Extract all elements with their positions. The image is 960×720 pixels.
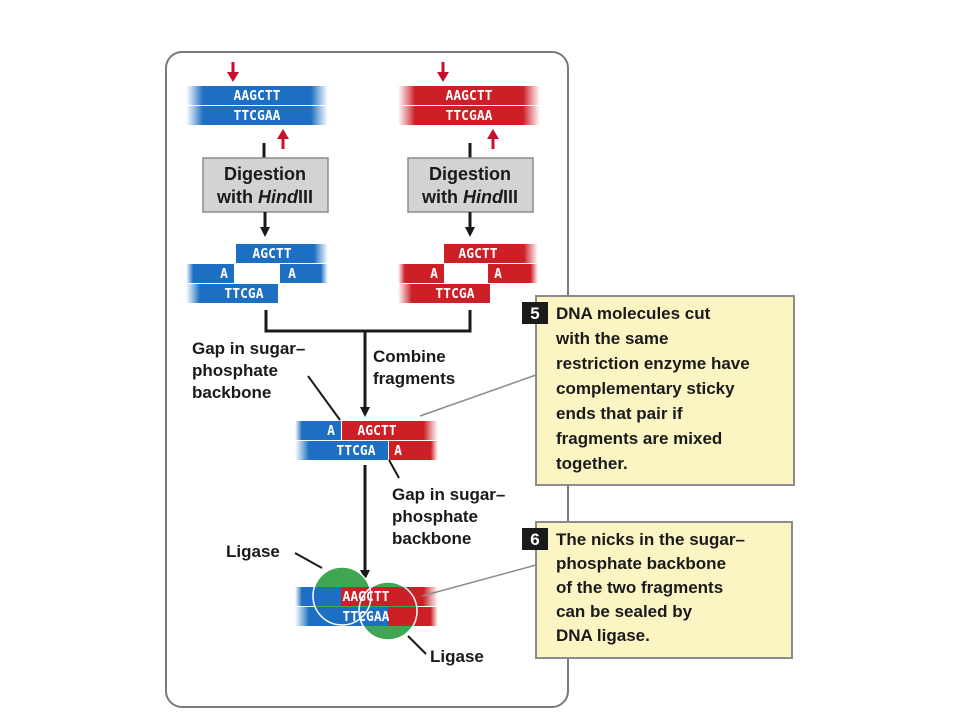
combine-label-line1: Combine [373,347,446,366]
right-fragment-top-overhang [444,244,538,263]
right-fragment-mid-right [488,264,538,283]
step5-number: 5 [530,304,539,323]
right-fragment-small-left: A [430,267,438,282]
right-fragment-mid-left [398,264,444,283]
callout-step5: 5 DNA molecules cut with the same restri… [522,295,795,486]
ligated-top-blue [295,587,341,606]
gap-pointer-upper [307,375,341,421]
right-fragment-bottom-seq: TTCGA [435,287,474,302]
ligated-molecule: AAGCTT TTCGAA [295,566,438,641]
right-fragment-bottom [398,284,490,303]
gap-pointer-lower [388,459,400,479]
step5-line-1: with the same [555,329,668,348]
left-fragment-mid-right [280,264,328,283]
step5-line-6: together. [556,454,628,473]
right-dna-top-strand [398,86,540,105]
left-top-sequence: AAGCTT [234,89,281,104]
step5-line-3: complementary sticky [556,379,735,398]
ligase-outline-right [358,581,418,641]
left-dna-original: AAGCTT TTCGAA [186,62,328,149]
ligase-pointer-upper [294,552,323,569]
left-bottom-sequence: TTCGAA [234,109,281,124]
combined-bottom-red [389,441,438,460]
digestion-right-line1: Digestion [429,164,511,184]
gap-label-lower-line3: backbone [392,529,471,548]
ligated-bottom-red [388,607,438,626]
ligase-outline-left [312,566,372,626]
right-fragment-small-right: A [494,267,502,282]
step5-line-2: restriction enzyme have [556,354,750,373]
callout6-pointer [421,564,537,597]
step5-line-5: fragments are mixed [556,429,722,448]
left-fragment-top-overhang [236,244,328,263]
left-fragment-bottom-seq: TTCGA [224,287,263,302]
right-dna-bottom-strand [398,106,540,125]
step5-badge [522,302,548,324]
left-fragments: AGCTT A A TTCGA [186,244,328,303]
ligated-top-red [341,587,438,606]
combined-bottom-right-seq: A [394,444,402,459]
combine-label-line2: fragments [373,369,455,388]
gap-label-upper-line3: backbone [192,383,271,402]
step6-number: 6 [530,530,539,549]
step6-line-0: The nicks in the sugar– [556,530,745,549]
ligase-label-upper: Ligase [226,542,280,561]
combined-top-blue [295,421,341,440]
left-fragment-top-seq: AGCTT [252,247,291,262]
callout5-pointer [419,374,537,417]
left-dna-bottom-strand [186,106,328,125]
combined-bottom-blue [295,441,388,460]
gap-label-lower-line1: Gap in sugar– [392,485,505,504]
step5-line-4: ends that pair if [556,404,683,423]
combined-bottom-left-seq: TTCGA [336,444,375,459]
digestion-left-line2: with HindIII [216,187,313,207]
gap-label-upper-line2: phosphate [192,361,278,380]
right-dna-original: AAGCTT TTCGAA [398,62,540,149]
step6-line-1: phosphate backbone [556,554,726,573]
right-fragment-top-seq: AGCTT [458,247,497,262]
ligated-bottom-seq: TTCGAA [343,610,390,625]
step6-line-4: DNA ligase. [556,626,650,645]
step6-badge [522,528,548,550]
combine-bracket [264,310,472,333]
digestion-left-line1: Digestion [224,164,306,184]
cut-arrow-top-right-head [437,72,449,82]
ligase-label-lower: Ligase [430,647,484,666]
left-fragment-bottom [186,284,278,303]
step6-line-3: can be sealed by [556,602,693,621]
ligated-top-seq: AAGCTT [343,590,390,605]
digestion-right-line2: with HindIII [421,187,518,207]
ligase-pointer-lower [407,635,427,655]
combined-top-left-seq: A [327,424,335,439]
combined-top-right-seq: AGCTT [357,424,396,439]
left-fragment-mid-left [186,264,234,283]
right-fragments: AGCTT A A TTCGA [398,244,538,303]
combined-top-red [342,421,438,440]
cut-arrow-bottom-right-head [487,129,499,139]
left-fragment-small-left: A [220,267,228,282]
combined-molecule: A AGCTT TTCGA A [295,421,438,460]
right-bottom-sequence: TTCGAA [446,109,493,124]
digestion-box-right: Digestion with HindIII [407,157,534,213]
step6-line-2: of the two fragments [556,578,723,597]
left-dna-top-strand [186,86,328,105]
gap-label-upper-line1: Gap in sugar– [192,339,305,358]
callout-step6: 6 The nicks in the sugar– phosphate back… [522,521,793,659]
step5-line-0: DNA molecules cut [556,304,711,323]
left-fragment-small-right: A [288,267,296,282]
digestion-box-left: Digestion with HindIII [202,157,329,213]
cut-arrow-bottom-left-head [277,129,289,139]
gap-label-lower-line2: phosphate [392,507,478,526]
cut-arrow-top-left-head [227,72,239,82]
right-top-sequence: AAGCTT [446,89,493,104]
